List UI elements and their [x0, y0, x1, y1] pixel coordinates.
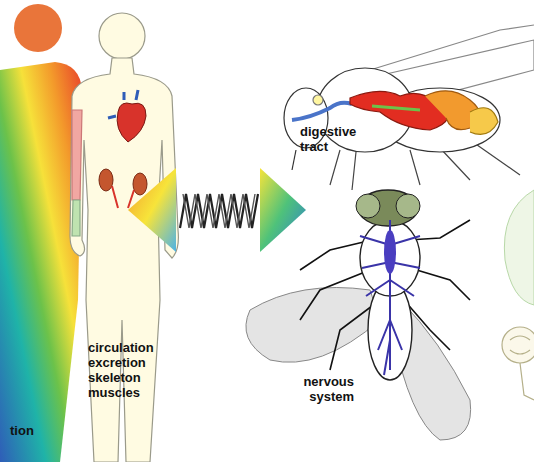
part-label: circulation excretion skeleton muscles: [88, 340, 172, 400]
faint-wing: [504, 190, 534, 305]
human-figure: [70, 13, 178, 462]
part-label: digestive tract: [300, 124, 372, 154]
heart: [108, 90, 146, 142]
part-label: nervous system: [276, 374, 354, 404]
fly-digestive: [284, 25, 534, 190]
double-arrow: [128, 168, 306, 252]
fly-nervous: [246, 190, 471, 440]
faint-brain: [502, 327, 534, 400]
part-label: tion: [10, 423, 70, 438]
